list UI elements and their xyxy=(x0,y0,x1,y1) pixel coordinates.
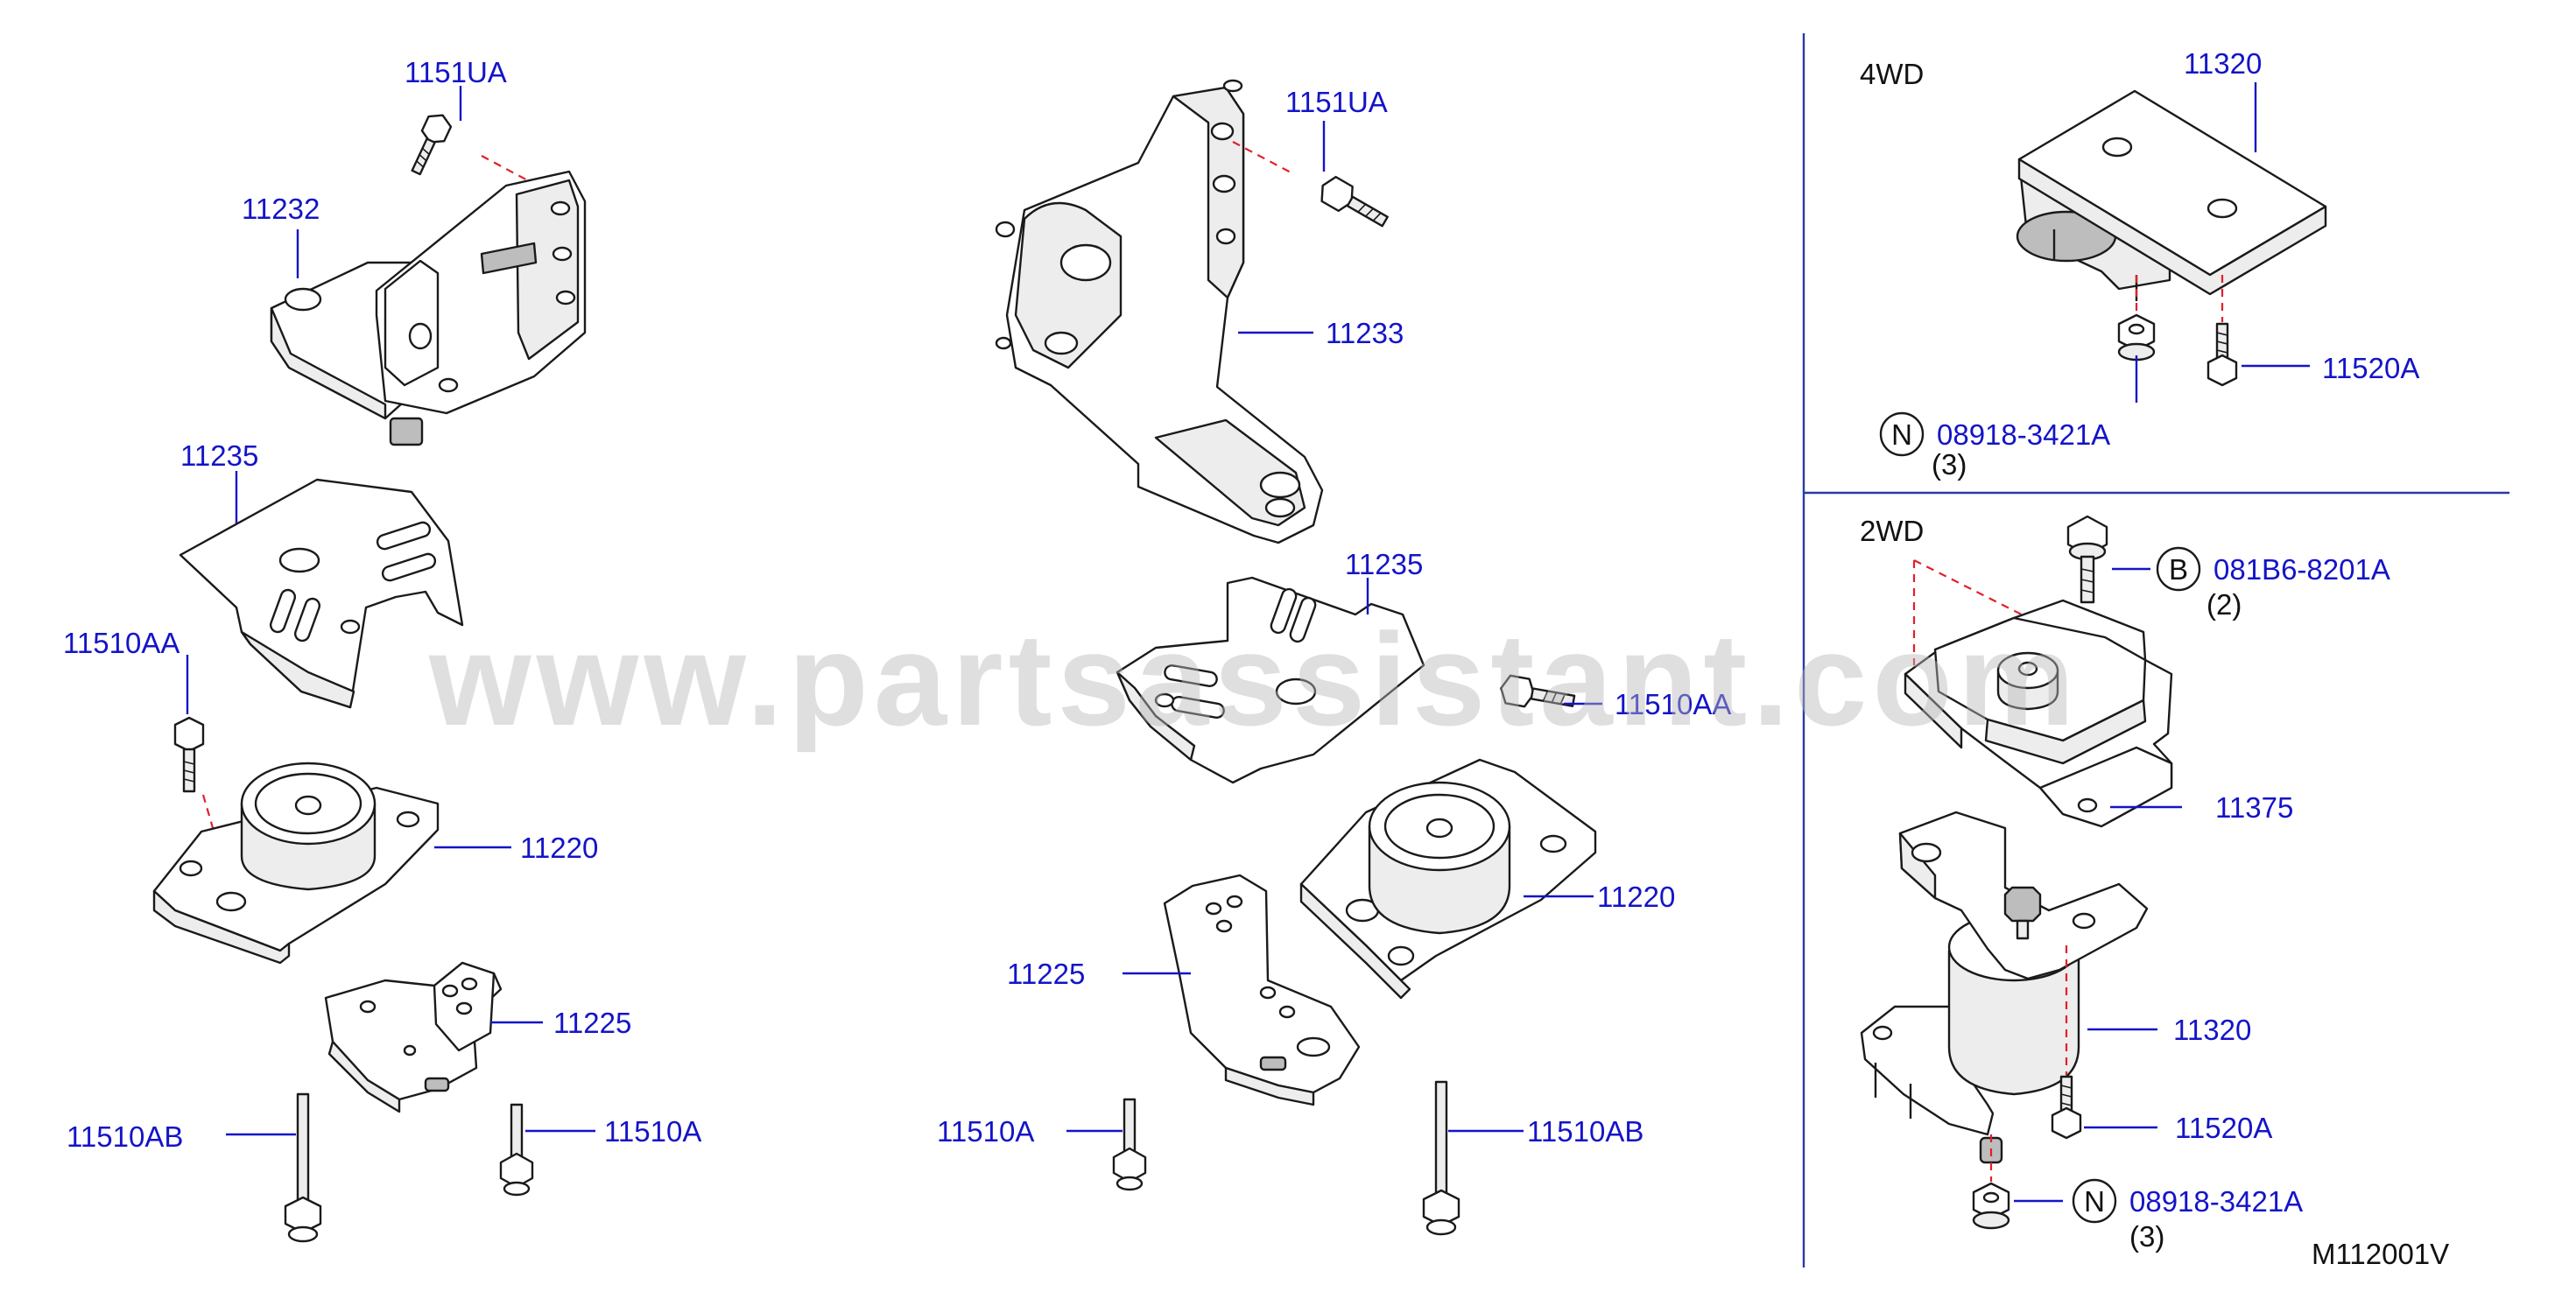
marker-circle-n-4wd xyxy=(1879,411,1925,457)
bolt-1151ua-middle[interactable] xyxy=(1316,173,1392,234)
label-11320-4wd[interactable]: 11320 xyxy=(2184,47,2262,80)
insulator-11320-4wd[interactable] xyxy=(2016,89,2327,301)
bracket-11233[interactable] xyxy=(995,79,1324,544)
bolt-11510a-middle[interactable] xyxy=(1112,1098,1147,1191)
bracket-11225-middle[interactable] xyxy=(1163,874,1361,1106)
marker-circle-b xyxy=(2156,546,2201,592)
bolt-11510aa-middle[interactable] xyxy=(1499,674,1576,714)
insulator-11320-2wd[interactable] xyxy=(1860,811,2149,1164)
heat-shield-11235-left[interactable] xyxy=(179,478,464,709)
label-11520a-2wd[interactable]: 11520A xyxy=(2175,1112,2272,1144)
label-08918-2wd[interactable]: 08918-3421A xyxy=(2129,1185,2303,1218)
label-11220-middle[interactable]: 11220 xyxy=(1597,881,1675,913)
heat-shield-11235-middle[interactable] xyxy=(1116,576,1425,784)
label-11235-middle[interactable]: 11235 xyxy=(1345,548,1423,580)
label-081b6[interactable]: 081B6-8201A xyxy=(2214,553,2390,586)
label-11510a-middle[interactable]: 11510A xyxy=(937,1115,1034,1148)
label-11320-2wd[interactable]: 11320 xyxy=(2173,1014,2251,1046)
bolt-11510ab-left[interactable] xyxy=(284,1092,322,1243)
quantity-08918-2wd: (3) xyxy=(2129,1220,2164,1253)
nut-08918-3421a-4wd[interactable] xyxy=(2117,313,2156,362)
dash-1151ua-middle xyxy=(1232,141,1293,174)
label-11225-middle[interactable]: 11225 xyxy=(1007,958,1085,990)
bolt-11510ab-middle[interactable] xyxy=(1422,1080,1460,1236)
label-08918-4wd[interactable]: 08918-3421A xyxy=(1937,418,2110,451)
engine-mount-insulator-11220-middle[interactable] xyxy=(1299,758,1597,1000)
quantity-08918-4wd: (3) xyxy=(1932,448,1967,481)
label-11520a-4wd[interactable]: 11520A xyxy=(2322,352,2419,384)
nut-08918-3421a-2wd[interactable] xyxy=(1972,1182,2010,1230)
engine-mount-insulator-11220-left[interactable] xyxy=(152,762,440,965)
label-11375[interactable]: 11375 xyxy=(2215,791,2293,824)
drawing-code: M112001V xyxy=(2312,1238,2449,1270)
watermark-text: www.partsassistant.com xyxy=(428,606,2080,753)
marker-b: B xyxy=(2169,553,2188,586)
insulator-11375[interactable] xyxy=(1904,599,2173,828)
label-11220-left[interactable]: 11220 xyxy=(520,832,598,864)
marker-n-4wd: N xyxy=(1891,418,1912,451)
bracket-11232[interactable] xyxy=(270,170,587,446)
label-11510ab-left[interactable]: 11510AB xyxy=(67,1120,183,1153)
label-1151ua-left[interactable]: 1151UA xyxy=(405,56,507,88)
bolt-11520a-4wd[interactable] xyxy=(2206,322,2238,387)
label-11233[interactable]: 11233 xyxy=(1326,317,1404,349)
dash-11510aa-left xyxy=(201,794,233,892)
label-11235-left[interactable]: 11235 xyxy=(180,439,258,472)
quantity-081b6: (2) xyxy=(2206,588,2242,621)
label-1151ua-middle[interactable]: 1151UA xyxy=(1285,86,1388,118)
label-11510aa-middle[interactable]: 11510AA xyxy=(1615,688,1731,720)
bolt-1151ua-left[interactable] xyxy=(405,110,454,178)
panel-title-2wd: 2WD xyxy=(1860,515,1924,547)
marker-circle-n-2wd xyxy=(2072,1178,2117,1224)
bracket-11225-left[interactable] xyxy=(324,961,503,1113)
label-11510aa-left[interactable]: 11510AA xyxy=(63,627,179,659)
panel-title-4wd: 4WD xyxy=(1860,58,1924,90)
label-11510ab-middle[interactable]: 11510AB xyxy=(1527,1115,1643,1148)
dash-1151ua-left xyxy=(481,155,535,185)
marker-n-2wd: N xyxy=(2084,1185,2105,1218)
bolt-11510aa-left[interactable] xyxy=(173,716,205,793)
bolt-081b6-8201a[interactable] xyxy=(2066,515,2108,604)
label-11510a-left[interactable]: 11510A xyxy=(604,1115,701,1148)
label-11225-left[interactable]: 11225 xyxy=(553,1007,631,1039)
bolt-11520a-2wd[interactable] xyxy=(2051,1075,2082,1140)
label-11232[interactable]: 11232 xyxy=(242,193,320,225)
bolt-11510a-left[interactable] xyxy=(499,1103,534,1197)
